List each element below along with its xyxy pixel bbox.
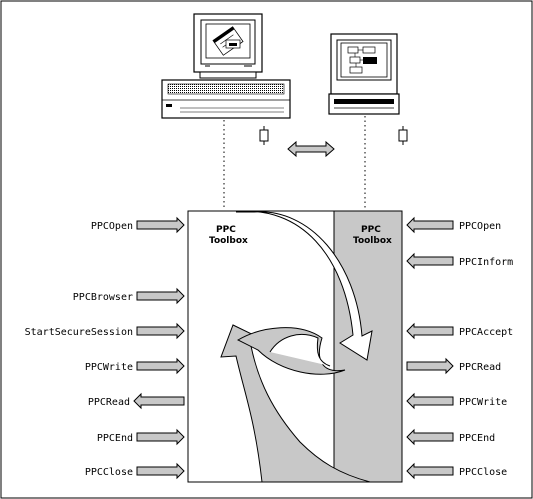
right-call-label: PPCEnd bbox=[459, 433, 495, 444]
right-call-item: PPCOpen bbox=[406, 216, 501, 234]
right-call-item: PPCClose bbox=[406, 462, 507, 480]
left-toolbox-title-line1: PPC bbox=[216, 225, 236, 235]
network-connector-icon bbox=[259, 126, 269, 145]
return-flow-arrow bbox=[220, 324, 371, 483]
incoming-arrow-icon bbox=[406, 252, 454, 270]
left-call-item: PPCBrowser bbox=[73, 287, 185, 305]
right-call-label: PPCAccept bbox=[459, 327, 513, 338]
network-connector-icon bbox=[398, 126, 408, 145]
left-call-label: PPCOpen bbox=[91, 221, 133, 232]
right-call-item: PPCEnd bbox=[406, 428, 495, 446]
left-call-label: PPCRead bbox=[88, 397, 130, 408]
incoming-arrow-icon bbox=[406, 392, 454, 410]
incoming-arrow-icon bbox=[136, 322, 185, 340]
incoming-arrow-icon bbox=[406, 322, 454, 340]
incoming-arrow-icon bbox=[136, 216, 185, 234]
left-call-label: PPCWrite bbox=[85, 362, 133, 373]
left-call-item: PPCClose bbox=[85, 462, 185, 480]
right-call-item: PPCAccept bbox=[406, 322, 513, 340]
left-call-item: PPCOpen bbox=[91, 216, 185, 234]
compact-computer-icon bbox=[328, 33, 400, 115]
left-call-label: StartSecureSession bbox=[25, 327, 133, 338]
request-flow-arrow bbox=[235, 210, 373, 361]
incoming-arrow-icon bbox=[136, 428, 185, 446]
incoming-arrow-icon bbox=[136, 287, 185, 305]
incoming-arrow-icon bbox=[406, 428, 454, 446]
incoming-arrow-icon bbox=[406, 216, 454, 234]
left-call-label: PPCBrowser bbox=[73, 292, 133, 303]
incoming-arrow-icon bbox=[136, 357, 185, 375]
right-call-label: PPCInform bbox=[459, 257, 513, 268]
right-toolbox-title-line2: Toolbox bbox=[353, 236, 392, 246]
left-call-item: PPCWrite bbox=[85, 357, 185, 375]
exchange-loop-inner bbox=[269, 334, 331, 367]
left-call-item: PPCRead bbox=[88, 392, 185, 410]
right-call-label: PPCRead bbox=[459, 362, 501, 373]
outgoing-arrow-icon bbox=[133, 392, 185, 410]
right-call-item: PPCInform bbox=[406, 252, 513, 270]
right-call-label: PPCWrite bbox=[459, 397, 507, 408]
outgoing-arrow-icon bbox=[406, 357, 454, 375]
right-toolbox-title-line1: PPC bbox=[361, 225, 381, 235]
left-call-label: PPCEnd bbox=[97, 433, 133, 444]
right-call-item: PPCRead bbox=[406, 357, 501, 375]
right-call-label: PPCOpen bbox=[459, 221, 501, 232]
left-call-list: PPCOpenPPCBrowserStartSecureSessionPPCWr… bbox=[25, 216, 185, 480]
left-toolbox-title-line2: Toolbox bbox=[209, 236, 248, 246]
left-call-label: PPCClose bbox=[85, 467, 133, 478]
bidirectional-arrow-icon bbox=[287, 140, 335, 158]
incoming-arrow-icon bbox=[406, 462, 454, 480]
right-call-item: PPCWrite bbox=[406, 392, 507, 410]
left-call-item: PPCEnd bbox=[97, 428, 185, 446]
left-call-item: StartSecureSession bbox=[25, 322, 185, 340]
right-call-list: PPCOpenPPCInformPPCAcceptPPCReadPPCWrite… bbox=[406, 216, 513, 480]
right-call-label: PPCClose bbox=[459, 467, 507, 478]
desktop-computer-icon bbox=[161, 13, 291, 119]
incoming-arrow-icon bbox=[136, 462, 185, 480]
